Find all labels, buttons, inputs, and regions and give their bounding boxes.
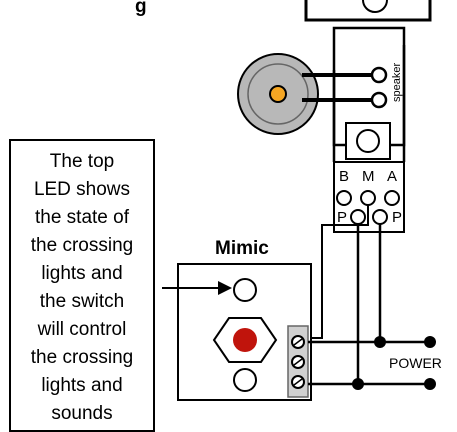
note-line-8: the crossing	[31, 347, 133, 368]
pin-p-right	[372, 209, 388, 225]
junction-top	[374, 336, 386, 348]
pushbutton-icon	[356, 129, 380, 153]
top-led-icon	[233, 278, 257, 302]
pin-label-a: A	[387, 168, 397, 185]
note-line-4: the crossing	[31, 235, 133, 256]
note-line-2: LED shows	[34, 179, 130, 200]
note-box: The top LED shows the state of the cross…	[9, 139, 155, 432]
speaker-terminal-2	[370, 91, 388, 109]
junction-bottom	[352, 378, 364, 390]
speaker-label: speaker	[391, 63, 403, 102]
pin-label-p-right: P	[392, 209, 402, 226]
note-line-1: The top	[50, 151, 114, 172]
note-line-6: the switch	[40, 291, 124, 312]
note-arrow-head-icon	[218, 281, 232, 295]
switch-red-button	[233, 328, 257, 352]
speaker-center	[269, 85, 287, 103]
terminal-strip	[287, 325, 309, 398]
pin-p-left	[350, 209, 366, 225]
speaker-icon	[237, 53, 319, 135]
pin-m	[360, 190, 376, 206]
note-line-5: lights and	[41, 263, 122, 284]
note-line-3: the state of	[35, 207, 130, 228]
note-line-7: will control	[37, 319, 127, 340]
power-terminal-bottom	[424, 378, 436, 390]
pin-b	[336, 190, 352, 206]
pin-label-b: B	[339, 168, 349, 185]
power-terminal-top	[424, 336, 436, 348]
speaker-module-board: speaker	[332, 26, 406, 162]
bottom-led-icon	[233, 368, 257, 392]
connector-block: B M A P P	[333, 161, 405, 233]
speaker-terminal-1	[370, 66, 388, 84]
wire-m-to-mimic	[303, 205, 369, 339]
note-line-10: sounds	[51, 403, 112, 424]
pin-label-m: M	[362, 168, 375, 185]
note-line-9: lights and	[41, 375, 122, 396]
power-label: POWER	[389, 355, 442, 371]
top-label-fragment: g	[135, 0, 147, 17]
pin-a	[384, 190, 400, 206]
mimic-title: Mimic	[215, 238, 269, 259]
pin-label-p-left: P	[337, 209, 347, 226]
top-module	[304, 0, 432, 22]
